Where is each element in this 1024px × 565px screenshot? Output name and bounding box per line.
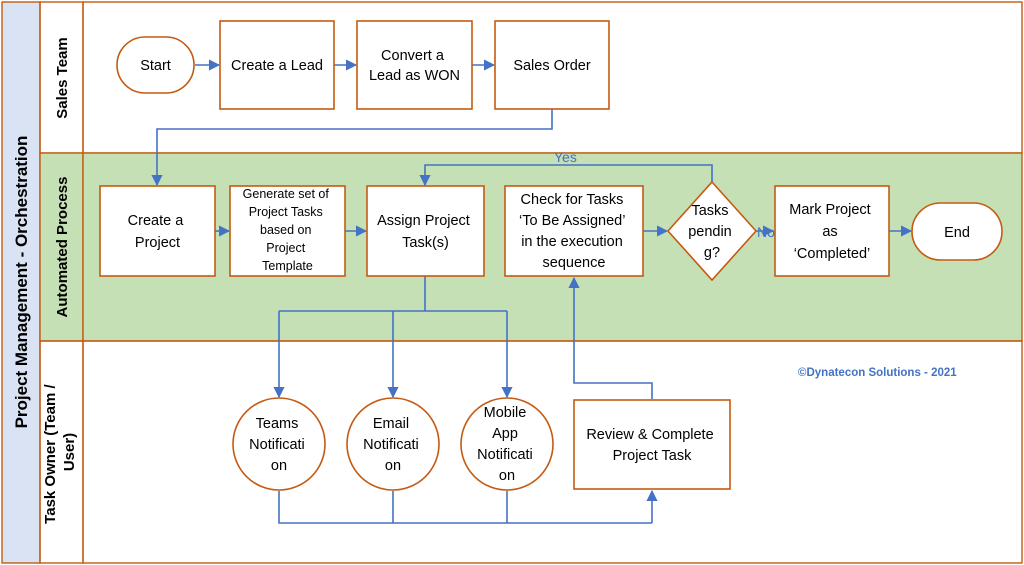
generate-tasks-line: Generate set of [243, 187, 330, 201]
generate-tasks-line: based on [260, 223, 311, 237]
edge-label-yes: Yes [554, 149, 577, 165]
create-lead-label: Create a Lead [231, 58, 323, 74]
convert-lead-line: Lead as WON [369, 68, 460, 84]
owner-lane [82, 340, 1023, 564]
create-project-line: Create a [128, 213, 185, 229]
edge-decision-yes [419, 164, 713, 187]
generate-tasks-label: Generate set of Project Tasks based on P… [243, 187, 333, 273]
teams-notification-label: Teams Notificati on [249, 416, 309, 474]
convert-lead-label: Convert a Lead as WON [369, 48, 460, 84]
generate-tasks-line: Project [266, 241, 305, 255]
mobile-notification-node [460, 397, 554, 491]
connectors [151, 59, 913, 524]
review-task-line: Review & Complete [586, 427, 713, 443]
start-label: Start [140, 58, 171, 74]
edge-teams-to-review [278, 491, 652, 524]
tasks-pending-line: g? [704, 245, 720, 261]
check-tasks-line: in the execution [521, 234, 623, 250]
mark-project-line: as [822, 224, 837, 240]
create-lead-node [219, 20, 335, 110]
review-task-label: Review & Complete Project Task [586, 427, 717, 464]
tasks-pending-line: Tasks [691, 203, 728, 219]
edge-order-to-project [151, 109, 553, 187]
email-notification-node [346, 397, 440, 491]
teams-notification-node [232, 397, 326, 491]
mobile-notification-line: on [499, 468, 515, 484]
end-label: End [944, 225, 970, 241]
lane-label-sales: Sales Team [54, 37, 71, 118]
review-task-node [573, 399, 731, 490]
check-tasks-line: ‘To Be Assigned’ [519, 213, 625, 229]
assign-task-node [366, 185, 485, 277]
review-task-line: Project Task [613, 448, 692, 464]
tasks-pending-label: Tasks pendin g? [688, 203, 736, 261]
check-tasks-line: Check for Tasks [521, 192, 624, 208]
generate-tasks-line: Template [262, 259, 313, 273]
sales-order-label: Sales Order [513, 58, 591, 74]
email-notification-line: on [385, 458, 401, 474]
title-band [1, 1, 41, 564]
check-tasks-label: Check for Tasks ‘To Be Assigned’ in the … [519, 192, 629, 271]
sales-order-node [494, 20, 610, 110]
lane-label-automated: Automated Process [54, 177, 71, 318]
email-notification-label: Email Notificati on [363, 416, 423, 474]
convert-lead-line: Convert a [381, 48, 445, 64]
check-tasks-node [504, 185, 644, 277]
lane-label-owner: Task Owner (Team / User) [42, 380, 78, 524]
mobile-notification-label: Mobile App Notificati on [477, 405, 537, 484]
mark-project-label: Mark Project as ‘Completed’ [789, 202, 874, 262]
mobile-notification-line: Mobile [484, 405, 527, 421]
assign-task-line: Task(s) [402, 235, 449, 251]
assign-task-label: Assign Project Task(s) [377, 213, 474, 251]
diagram-title: Project Management - Orchestration [12, 136, 31, 429]
edge-review-to-check [568, 276, 653, 399]
email-notification-line: Notificati [363, 437, 419, 453]
generate-tasks-node [229, 185, 346, 277]
teams-notification-line: on [271, 458, 287, 474]
generate-tasks-line: Project Tasks [249, 205, 323, 219]
mobile-notification-line: App [492, 426, 518, 442]
assign-task-line: Assign Project [377, 213, 470, 229]
convert-lead-node [356, 20, 473, 110]
copyright-text: ©Dynatecon Solutions - 2021 [798, 367, 957, 379]
end-node [911, 202, 1003, 261]
mark-project-line: ‘Completed’ [794, 246, 871, 262]
email-notification-line: Email [373, 416, 409, 432]
lane-label-owner-line1: Task Owner (Team / [42, 384, 59, 524]
teams-notification-line: Teams [256, 416, 299, 432]
check-tasks-line: sequence [543, 255, 606, 271]
edge-label-no: No [757, 224, 775, 240]
start-node [116, 36, 195, 94]
create-project-node [99, 185, 216, 277]
mark-project-line: Mark Project [789, 202, 870, 218]
mark-project-node [774, 185, 890, 277]
tasks-pending-line: pendin [688, 224, 732, 240]
mobile-notification-line: Notificati [477, 447, 533, 463]
teams-notification-line: Notificati [249, 437, 305, 453]
create-project-label: Create a Project [128, 213, 188, 251]
create-project-line: Project [135, 235, 180, 251]
lane-label-owner-line2: User) [61, 433, 78, 471]
tasks-pending-decision [666, 180, 758, 282]
